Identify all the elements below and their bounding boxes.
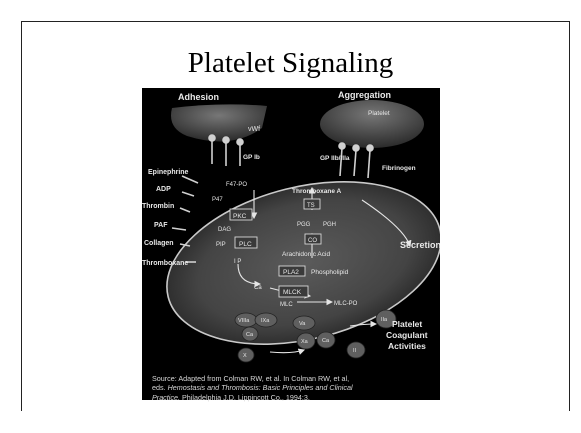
pip2-label: PIP [216,242,226,248]
p47-label: P47 [212,197,223,203]
fibrinogen-label: Fibrinogen [382,165,416,172]
arachidonic-acid-label: Arachidonic Acid [282,251,330,258]
mlck-label: MLCK [283,289,302,296]
ts-label: TS [307,203,315,209]
pgh2-label: PGH [323,222,336,228]
book-title-part-1: Hemostasis and Thrombosis: Basic Princip… [168,383,353,392]
factor-viiia: VIIIa [238,318,250,324]
plc-label: PLC [239,241,252,248]
factor-iia: IIa [381,317,388,323]
platelet-top-label: Platelet [368,110,390,117]
vwf-label: vWf [248,126,260,133]
source-line-1: Source: Adapted from Colman RW, et al. I… [152,374,437,383]
platelet-signaling-diagram: Adhesion Aggregation vWf GP Ib Platelet … [142,88,440,400]
source-line-2: eds. Hemostasis and Thrombosis: Basic Pr… [152,383,437,392]
pgg2-label: PGG [297,222,311,228]
agonist-epinephrine: Epinephrine [148,169,189,176]
mlc-po4-label: MLC-PO [334,301,358,307]
factor-ii: II [353,348,357,354]
factor-va: Va [299,321,306,327]
mlc-label: MLC [280,302,293,308]
coagulant-label-line-2: Coagulant [386,330,428,340]
coagulant-label-line-1: Platelet [392,319,422,329]
coagulant-label-line-3: Activities [388,341,426,351]
ip3-label: I P [234,259,241,265]
factor-ca-2: Ca [322,338,330,344]
agonist-paf: PAF [154,222,168,229]
thromboxane-a2-label: Thromboxane A [292,188,342,195]
dag-label: DAG [218,227,231,233]
vessel-wall-shape [171,104,267,141]
agonist-adp: ADP [156,186,171,193]
diagram-artwork: Adhesion Aggregation vWf GP Ib Platelet … [142,88,440,400]
phospholipid-label: Phospholipid [311,269,349,276]
factor-ca-1: Ca [246,332,254,338]
f47-po4-label: F47-PO [226,182,247,188]
agonist-thrombin: Thrombin [142,203,174,210]
agonist-collagen: Collagen [144,240,174,247]
pkc-label: PKC [233,213,247,220]
gp-iib-iiia-label: GP IIb/IIIa [320,155,350,162]
co-label: CO [308,238,317,244]
aggregation-heading: Aggregation [338,90,391,100]
adjacent-platelet-shape [320,100,424,148]
source-citation: Source: Adapted from Colman RW, et al. I… [152,374,437,402]
factor-ixa: IXa [261,318,270,324]
source-line-3: Practice. Philadelphia J.D. Lippincott C… [152,393,437,402]
pla2-label: PLA2 [283,269,299,276]
agonist-thromboxane: Thromboxane [142,260,188,267]
gp-ib-label: GP Ib [243,154,260,161]
secretion-label: Secretion [400,240,440,250]
ca-label: Ca [254,285,262,291]
factor-xa: Xa [301,339,309,345]
factor-x: X [243,353,247,359]
book-title-part-2: Practice. [152,393,180,402]
adhesion-heading: Adhesion [178,92,219,102]
slide-title: Platelet Signaling [0,47,581,80]
